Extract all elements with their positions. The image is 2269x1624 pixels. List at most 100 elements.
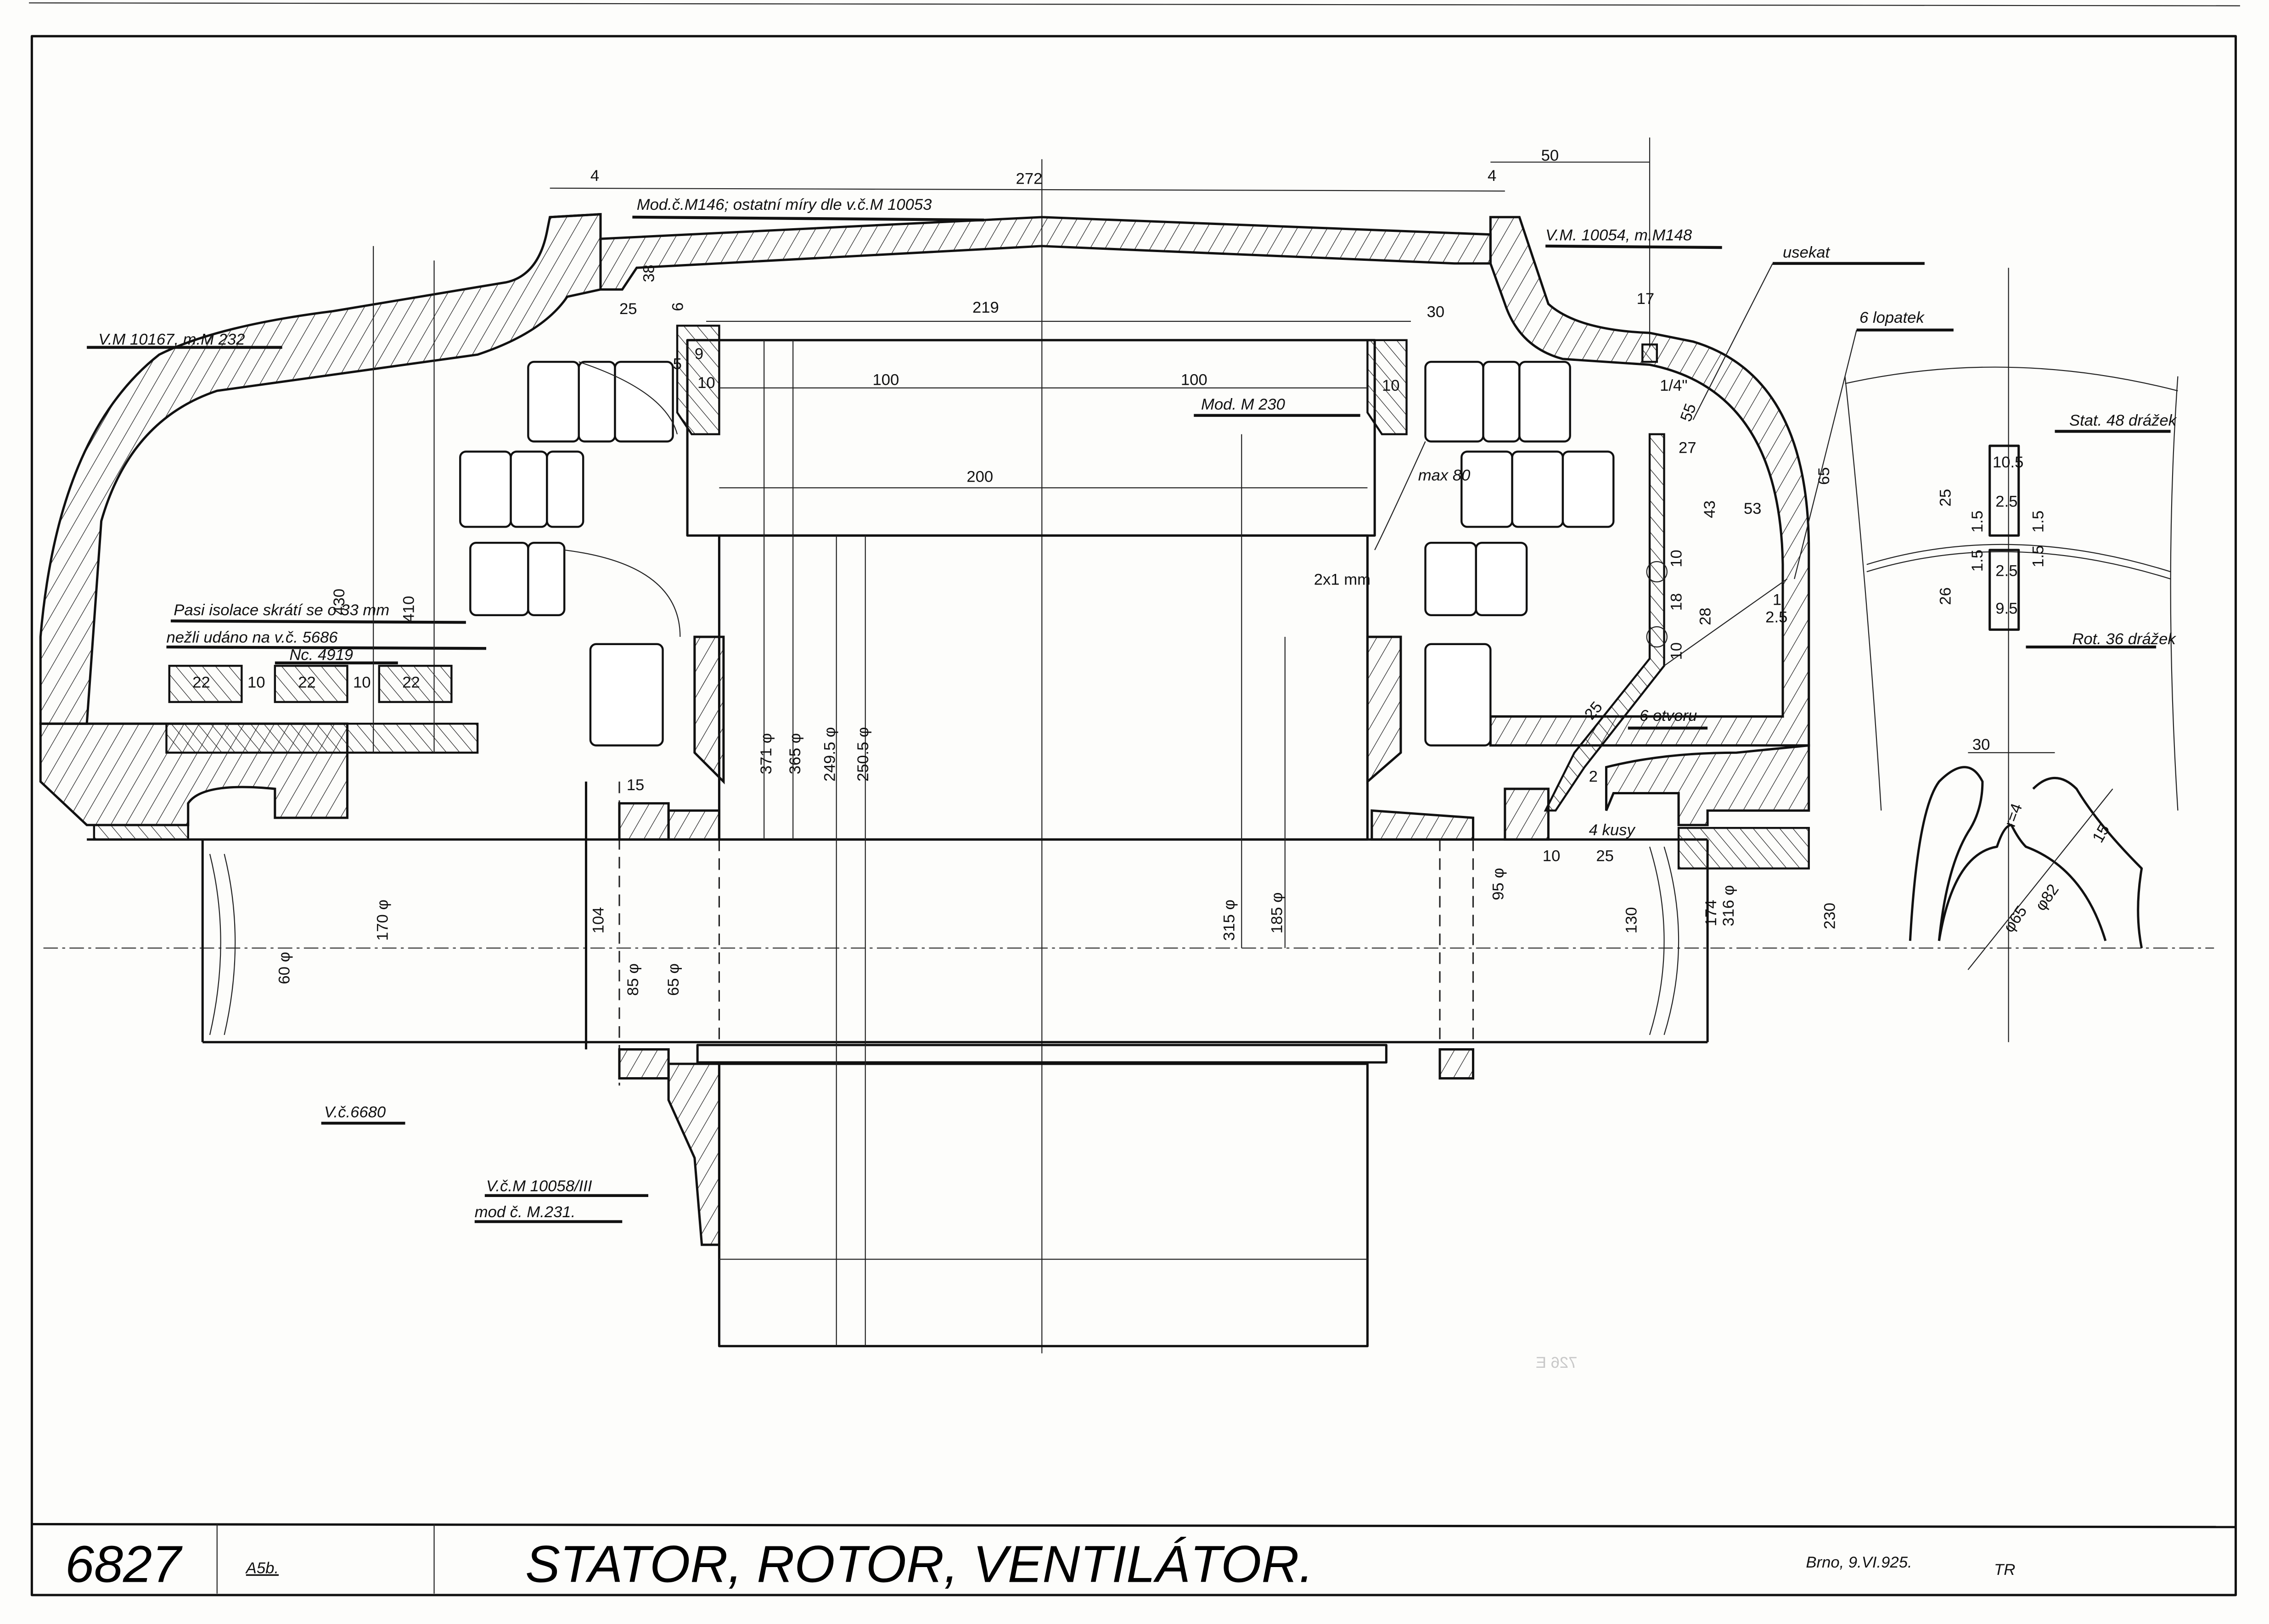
center-lines: [43, 137, 2214, 1354]
rotor-hub: [667, 1062, 1369, 1348]
dim-22-c: 22: [402, 674, 420, 691]
dim-dia-316: 316 φ: [1720, 885, 1737, 927]
dim-2: 2: [1589, 768, 1598, 785]
label-insulation-1: Pasi isolace skrátí se o 33 mm: [174, 601, 389, 619]
fan-dim-r4: r=4: [2001, 801, 2026, 829]
dim-dia-95: 95 φ: [1490, 868, 1507, 900]
fan-dim-30: 30: [1972, 736, 1990, 753]
drafter-initials: TR: [1994, 1561, 2015, 1579]
dim-27: 27: [1679, 439, 1696, 457]
title-block: 6827 A5b. STATOR, ROTOR, VENTILÁTOR. Brn…: [65, 1535, 2016, 1594]
dim-65-vertical: 65: [1815, 467, 1833, 485]
top-cover: [599, 216, 1810, 747]
label-right-housing: V.M. 10054, m.M148: [1545, 226, 1692, 244]
dim-38: 38: [640, 264, 658, 282]
dim-4-left: 4: [590, 167, 599, 185]
dim-30-top: 30: [1427, 303, 1445, 320]
stator: [459, 325, 1615, 841]
dim-50: 50: [1541, 147, 1559, 164]
label-blades: 6 lopatek: [1859, 309, 1925, 326]
right-end-winding: [1374, 360, 1615, 747]
label-shaft-ref: V.č.6680: [324, 1104, 386, 1121]
dim-43: 43: [1701, 500, 1719, 518]
fan-dim-dia-82: φ82: [2032, 881, 2062, 914]
dim-10-b: 10: [1668, 642, 1685, 660]
fan: [1504, 343, 1810, 870]
dim-dia-170: 170 φ: [374, 899, 392, 941]
dim-10-right: 10: [1382, 377, 1400, 394]
fan-dim-15: 15: [2089, 821, 2113, 845]
drawing-frame: [30, 35, 2237, 1596]
label-stator-slots: Stat. 48 drážek: [2069, 412, 2177, 429]
dim-dia-65: 65 φ: [665, 963, 682, 996]
dim-dia-185: 185 φ: [1268, 892, 1286, 933]
label-hub-ref-1: V.č.M 10058/III: [486, 1177, 592, 1195]
dim-100-left: 100: [873, 371, 899, 389]
dim-22-a: 22: [192, 674, 210, 691]
leader-lines: [29, 2, 2240, 1223]
left-end-winding: [459, 360, 681, 747]
dim-10-left: 10: [697, 374, 715, 392]
slot-dim-10-5: 10.5: [1993, 454, 2023, 471]
dim-dia-60: 60 φ: [275, 952, 293, 984]
dim-22-b: 22: [298, 674, 316, 691]
dim-dia-249-5: 249.5 φ: [821, 727, 839, 781]
dim-430: 430: [331, 589, 348, 615]
dim-dia-250-5: 250.5 φ: [854, 727, 872, 781]
dim-4-right: 4: [1488, 167, 1496, 185]
dim-5: 5: [673, 355, 682, 373]
fan-blade-profile: [1909, 766, 2143, 970]
dim-174: 174: [1702, 900, 1720, 927]
label-left-housing: V.M 10167, m.M 232: [98, 331, 245, 348]
slot-dim-26: 26: [1937, 587, 1954, 605]
slot-dim-1-5-a: 1.5: [1969, 511, 1986, 533]
label-insulation-2: nežli udáno na v.č. 5686: [166, 629, 338, 646]
dim-1: 1: [1773, 591, 1781, 609]
dim-dia-315: 315 φ: [1220, 899, 1238, 941]
dim-410: 410: [400, 596, 417, 623]
left-end-shield: [39, 213, 602, 826]
label-mod-m230: Mod. M 230: [1201, 396, 1285, 413]
dim-55: 55: [1677, 401, 1700, 424]
slot-dim-2-5-a: 2.5: [1995, 493, 2017, 510]
dim-dia-365: 365 φ: [786, 733, 804, 775]
dim-dia-85: 85 φ: [624, 963, 642, 996]
label-usekat: usekat: [1783, 244, 1830, 261]
dim-10-a-coil: 10: [247, 674, 265, 691]
dim-chamfer: 2x1 mm: [1314, 571, 1370, 589]
dim-25-bottom: 25: [1596, 848, 1614, 865]
slot-dim-1-5-d: 1.5: [2029, 545, 2047, 568]
annotations: Mod.č.M146; ostatní míry dle v.č.M 10053…: [98, 147, 2177, 1371]
dim-130: 130: [1623, 907, 1640, 933]
dim-25-top: 25: [619, 300, 637, 318]
dim-104: 104: [590, 907, 607, 933]
dim-9: 9: [695, 345, 703, 363]
slot-dim-1-5-c: 1.5: [2029, 511, 2047, 533]
slot-dim-9-5: 9.5: [1995, 600, 2017, 618]
coil-width-row: 22 10 22 10 22: [168, 664, 453, 703]
dim-17: 17: [1637, 290, 1655, 308]
dim-219: 219: [972, 299, 999, 316]
label-pieces: 4 kusy: [1589, 821, 1636, 839]
shaft: [87, 781, 1709, 1086]
faint-stamp: 726 E: [1536, 1354, 1578, 1371]
label-top-note: Mod.č.M146; ostatní míry dle v.č.M 10053: [637, 196, 932, 214]
dim-6: 6: [669, 302, 687, 311]
drawing-title: STATOR, ROTOR, VENTILÁTOR.: [525, 1535, 1314, 1594]
label-rotor-slots: Rot. 36 drážek: [2072, 630, 2176, 648]
label-hub-ref-2: mod č. M.231.: [475, 1203, 576, 1221]
dim-max-80: max 80: [1418, 467, 1471, 484]
slot-dim-1-5-b: 1.5: [1969, 550, 1986, 572]
dim-10-a: 10: [1668, 550, 1685, 568]
dim-dia-371: 371 φ: [758, 733, 775, 775]
fan-dim-dia-65: φ65: [2000, 903, 2030, 936]
label-nc: Nc. 4919: [289, 646, 353, 663]
dim-272: 272: [1016, 170, 1043, 187]
drawing-format: A5b.: [245, 1560, 279, 1577]
dim-100-right: 100: [1181, 371, 1208, 389]
label-holes: 6 otvoru: [1640, 707, 1697, 725]
dim-10-b-coil: 10: [353, 674, 371, 691]
drawing-number: 6827: [65, 1535, 183, 1594]
slot-dim-2-5-b: 2.5: [1995, 562, 2017, 580]
